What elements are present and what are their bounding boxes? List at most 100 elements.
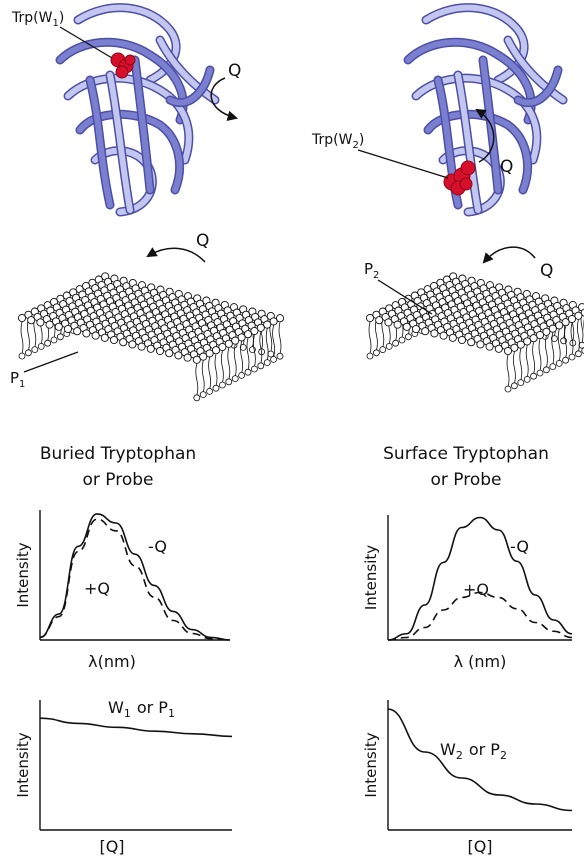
lipid-head-lower (276, 352, 284, 360)
trp-atom (460, 160, 476, 176)
lipid-head (393, 320, 402, 329)
lipid-head (45, 320, 54, 329)
lipid-head (199, 352, 208, 361)
series-label-minus-q: -Q (148, 537, 167, 556)
series-line (387, 516, 573, 641)
lipid-head-lower (379, 346, 387, 354)
membrane-left (17, 272, 285, 402)
quencher-arrow-protein-right (475, 108, 495, 163)
lipid-head (17, 313, 27, 323)
lipid-head-lower (404, 333, 412, 341)
x-axis-label: [Q] (467, 837, 492, 856)
lipid-tail (506, 354, 510, 388)
lipid-head-lower (244, 368, 252, 376)
x-axis-label: [Q] (99, 837, 124, 856)
lipid-tail (208, 357, 211, 390)
probe-label-right: P2 (364, 260, 379, 281)
series-label-plus-q: +Q (84, 579, 110, 598)
lipid-head (384, 318, 393, 327)
lipid-tail (240, 341, 243, 374)
lipid-head-lower (398, 336, 406, 344)
lipid-head (224, 339, 233, 348)
protein-strand (167, 67, 213, 106)
probe-label-left: P1 (10, 369, 25, 390)
lipid-head (567, 314, 577, 324)
lipid-head (128, 340, 137, 349)
quencher-label-membrane-right: Q (540, 261, 553, 281)
lipid-head (548, 324, 557, 333)
lipid-head-lower (239, 343, 247, 351)
y-axis-label: Intensity (362, 732, 380, 797)
lipid-tail (577, 319, 580, 352)
protein-strand (515, 67, 561, 106)
lipid-tail (195, 363, 199, 396)
trp-atom (115, 65, 129, 79)
lipid-tail (545, 335, 548, 368)
lipid-head-lower (199, 391, 207, 399)
lipid-head (174, 351, 183, 360)
lipid-head-lower (218, 381, 226, 389)
lipid-tail (532, 342, 535, 375)
lipid-tail (538, 338, 542, 372)
lipid-head (263, 320, 272, 329)
lipid-head (211, 346, 221, 355)
lipid-tail (368, 321, 372, 355)
protein-strand (405, 39, 535, 123)
lipid-tail (214, 354, 218, 387)
lipid-head-lower (549, 363, 557, 371)
lipid-head (574, 311, 583, 320)
protein-strand (57, 39, 187, 123)
protein-right (403, 3, 568, 217)
lipid-head (256, 323, 265, 332)
series-line (387, 708, 573, 812)
lipid-tail (233, 344, 237, 377)
lipid-head-lower (231, 375, 239, 383)
lipid-head-lower (18, 352, 26, 360)
lipid-head (555, 321, 564, 330)
lipid-tail (272, 325, 275, 358)
protein-strand (505, 37, 566, 103)
lipid-head (535, 330, 545, 340)
lipid-head-lower (581, 347, 584, 354)
membrane-right (365, 272, 584, 393)
lipid-head-lower (555, 359, 563, 367)
lipid-head (155, 346, 165, 356)
lipid-head-lower (257, 362, 265, 370)
lipid-tail (265, 328, 269, 361)
probe-pointer-right (377, 279, 433, 315)
lipid-head (218, 342, 227, 352)
lipid-head (365, 313, 375, 323)
lipid-tail (253, 334, 256, 368)
lipid-head-lower (511, 382, 518, 390)
lipid-tail (570, 322, 574, 356)
lipid-head (269, 317, 278, 326)
lipid-tail (201, 360, 205, 393)
lipid-tail (564, 326, 567, 359)
protein-strand (87, 77, 113, 208)
lipid-head (402, 322, 411, 331)
trp-pointer-left (59, 26, 113, 59)
quencher-label-membrane-left: Q (196, 231, 209, 251)
lipid-head (100, 333, 109, 342)
trp-label-right: Trp(W2) (311, 132, 364, 151)
protein-strand (480, 57, 501, 193)
lipid-head (146, 344, 155, 353)
lipid-head-lower (24, 349, 32, 357)
lipid-head (448, 333, 457, 342)
lipid-head (237, 333, 246, 342)
caption-left-line2: or Probe (82, 470, 153, 490)
lipid-tail (27, 318, 30, 351)
lipid-head-lower (225, 378, 233, 386)
quencher-label-protein-right: Q (500, 157, 513, 177)
lipid-head-lower (523, 375, 531, 383)
lipid-head (250, 326, 259, 336)
lipid-head-lower (57, 333, 64, 341)
protein-strand (132, 57, 153, 193)
y-axis-label: Intensity (14, 732, 32, 797)
